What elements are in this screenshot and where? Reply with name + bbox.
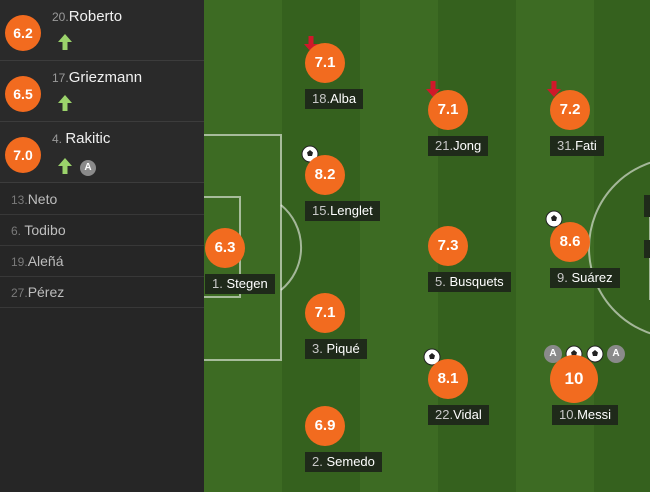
player-name: Busquets bbox=[449, 274, 504, 289]
rating-badge: 7.0 bbox=[5, 137, 41, 173]
player-label: 5. Busquets bbox=[428, 272, 511, 292]
goal-ball-icon bbox=[586, 345, 604, 363]
player-label: 21.Jong bbox=[428, 136, 489, 156]
rating-badge: 7.2 bbox=[550, 90, 590, 130]
player-label: 18.Alba bbox=[305, 89, 364, 109]
player-label: 31.Fati bbox=[550, 136, 604, 156]
player-name: Messi bbox=[577, 407, 612, 422]
player-number: 3. bbox=[312, 341, 327, 356]
sub-in-arrow-icon bbox=[58, 158, 72, 174]
rating-badge: 7.1 bbox=[305, 293, 345, 333]
rating-badge: 6.2 bbox=[5, 15, 41, 51]
player-name: Rakitic bbox=[65, 130, 111, 147]
player-number: 5. bbox=[435, 274, 450, 289]
player-number: 27. bbox=[11, 286, 28, 300]
player-label: 3. Piqué bbox=[305, 339, 367, 359]
rating-badge: 6.5 bbox=[5, 76, 41, 112]
player-number: 22. bbox=[435, 407, 454, 422]
rating-badge: 8.2 bbox=[305, 155, 345, 195]
rating-badge: 6.3 bbox=[205, 228, 245, 268]
player-name: Lenglet bbox=[330, 203, 373, 218]
player-label: 22.Vidal bbox=[428, 405, 489, 425]
player-number: 15. bbox=[312, 203, 331, 218]
bench-panel: 6.2 20.Roberto 6.5 17.Griezmann 7.0 4. R… bbox=[0, 0, 204, 492]
player-label: 4. Rakitic bbox=[52, 130, 110, 148]
player-number: 21. bbox=[435, 138, 454, 153]
player-label: 10.Messi bbox=[552, 405, 619, 425]
assist-badge-icon: A bbox=[607, 345, 625, 363]
player-number: 19. bbox=[11, 255, 28, 269]
player-name: Piqué bbox=[326, 341, 360, 356]
player-label: 20.Roberto bbox=[52, 8, 122, 26]
player-number: 13. bbox=[11, 193, 28, 207]
pitch: 6.3 1. Stegen 7.1 18.Alba 8.2 15.Lenglet… bbox=[204, 0, 650, 492]
player-number: 2. bbox=[312, 454, 327, 469]
sub-row-roberto[interactable]: 6.2 20.Roberto bbox=[0, 0, 204, 61]
player-number: 1. bbox=[212, 276, 227, 291]
player-label: 2. Semedo bbox=[305, 452, 382, 472]
rating-badge: 7.1 bbox=[428, 90, 468, 130]
player-name: Todibo bbox=[24, 222, 66, 238]
bench-row-todibo[interactable]: 6. Todibo bbox=[0, 215, 204, 246]
player-number: 17. bbox=[52, 71, 69, 85]
player-label: 15.Lenglet bbox=[305, 201, 380, 221]
player-number: 18. bbox=[312, 91, 331, 106]
player-number: 6. bbox=[11, 224, 25, 238]
player-number: 10. bbox=[559, 407, 578, 422]
assist-badge-icon: A bbox=[544, 345, 562, 363]
goal-ball-icon bbox=[423, 348, 441, 366]
rating-badge: 8.1 bbox=[428, 359, 468, 399]
player-name: Jong bbox=[453, 138, 482, 153]
assist-badge-icon: A bbox=[80, 160, 96, 176]
player-name: Suárez bbox=[571, 270, 613, 285]
player-name: Griezmann bbox=[68, 69, 143, 86]
player-name: Stegen bbox=[226, 276, 268, 291]
bench-row-neto[interactable]: 13.Neto bbox=[0, 184, 204, 215]
sub-row-rakitic[interactable]: 7.0 4. Rakitic bbox=[0, 122, 204, 183]
rating-badge: 8.6 bbox=[550, 222, 590, 262]
player-label: 17.Griezmann bbox=[52, 69, 142, 87]
player-name: Aleñá bbox=[27, 253, 64, 269]
rating-badge: 10 bbox=[550, 355, 598, 403]
player-name: Pérez bbox=[27, 284, 65, 300]
player-name: Fati bbox=[575, 138, 597, 153]
player-name: Alba bbox=[330, 91, 357, 106]
bench-row-perez[interactable]: 27.Pérez bbox=[0, 277, 204, 308]
player-label: 1. Stegen bbox=[205, 274, 275, 294]
sub-in-arrow-icon bbox=[58, 34, 72, 50]
player-number: 20. bbox=[52, 10, 69, 24]
player-number: 9. bbox=[557, 270, 572, 285]
player-number: 31. bbox=[557, 138, 576, 153]
goal-ball-icon bbox=[545, 210, 563, 228]
sub-in-arrow-icon bbox=[58, 95, 72, 111]
player-name: Neto bbox=[27, 191, 58, 207]
rating-badge: 7.3 bbox=[428, 226, 468, 266]
player-name: Roberto bbox=[68, 8, 123, 25]
player-number: 4. bbox=[52, 132, 66, 146]
player-name: Semedo bbox=[326, 454, 375, 469]
rating-badge: 6.9 bbox=[305, 406, 345, 446]
player-label: 9. Suárez bbox=[550, 268, 620, 288]
player-name: Vidal bbox=[453, 407, 482, 422]
rating-badge: 7.1 bbox=[305, 43, 345, 83]
sub-row-griezmann[interactable]: 6.5 17.Griezmann bbox=[0, 61, 204, 122]
bench-row-alena[interactable]: 19.Aleñá bbox=[0, 246, 204, 277]
